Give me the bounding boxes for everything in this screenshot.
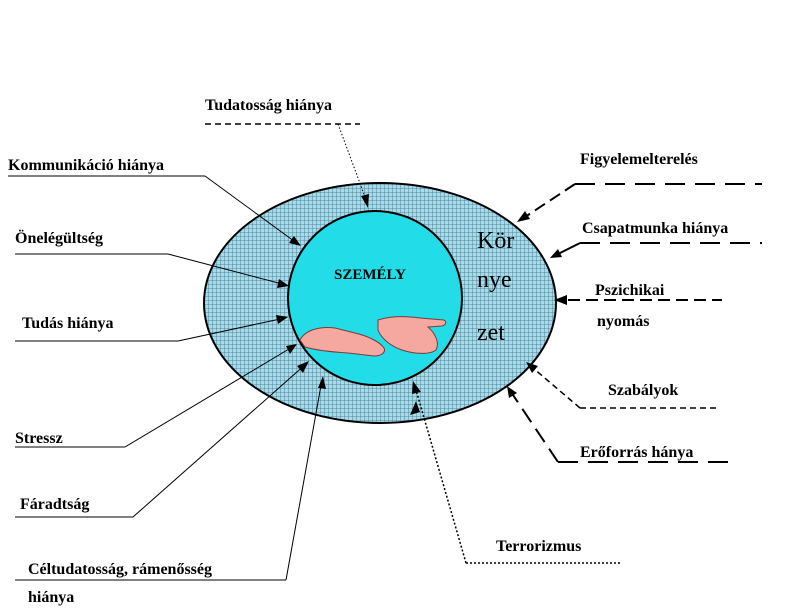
label-pszichikai: Pszichikai (595, 282, 665, 299)
arrow-faradtsag (297, 361, 309, 373)
environment-label-2: nye (477, 267, 512, 293)
environment-label-3: zet (477, 320, 505, 346)
hands-icon (299, 316, 447, 357)
connector-celtudatossag (285, 379, 323, 581)
label-faradtsag: Fáradtság (20, 496, 89, 513)
arrow-figyelemelterels (517, 211, 530, 222)
center-label: SZEMÉLY (334, 266, 406, 283)
arrow-eroforras-hanya (507, 386, 517, 398)
connector-tudas-hianya (177, 317, 286, 342)
connector-stressz (124, 345, 295, 448)
arrow-celtudatossag (318, 376, 326, 389)
arrow-csapatmunka-hianya (550, 249, 562, 258)
arrow-tudatossag-hianya (361, 194, 369, 208)
arrow-kommunikacio-hianya (289, 236, 301, 246)
label-celtudatossag-2: hiánya (28, 589, 74, 606)
connector-figyelemelterels (521, 183, 576, 220)
connector-onelegultseg (167, 253, 287, 286)
label-terrorizmus: Terrorizmus (496, 538, 581, 555)
arrow-tudas-hianya (276, 315, 288, 324)
arrow-szabalyok (526, 362, 538, 373)
arrow-pszichikai-nyomas (554, 295, 567, 305)
connector-kommunikacio-hianya (204, 175, 299, 245)
label-stressz: Stressz (15, 430, 63, 447)
person-circle (287, 210, 463, 386)
connector-eroforras-hanya (510, 391, 559, 463)
label-tudatossag-hianya: Tudatosság hiánya (205, 97, 332, 114)
connector-faradtsag (132, 363, 307, 518)
label-figyelemelterels: Figyelemelterelés (580, 151, 698, 168)
arrow-terrorizmus-2 (410, 401, 420, 415)
connector-tudatossag-hianya (337, 123, 369, 206)
label-nyomas: nyomás (597, 313, 649, 330)
arrow-terrorizmus (412, 381, 421, 394)
connector-szabalyok (532, 367, 581, 409)
label-szabalyok: Szabályok (608, 382, 678, 399)
label-tudas-hianya: Tudás hiánya (22, 315, 113, 332)
label-eroforras-hanya: Erőforrás hánya (580, 444, 693, 461)
label-kommunikacio-hianya: Kommunikáció hiánya (8, 157, 164, 174)
label-celtudatossag: Céltudatosság, rámenősség (28, 561, 212, 578)
arrow-stressz (286, 344, 297, 354)
environment-label-1: Kör (477, 228, 514, 254)
label-onelegultseg: Önelégültség (15, 229, 103, 247)
label-csapatmunka-hianya: Csapatmunka hiánya (582, 220, 728, 237)
arrow-onelegultseg (277, 279, 289, 288)
